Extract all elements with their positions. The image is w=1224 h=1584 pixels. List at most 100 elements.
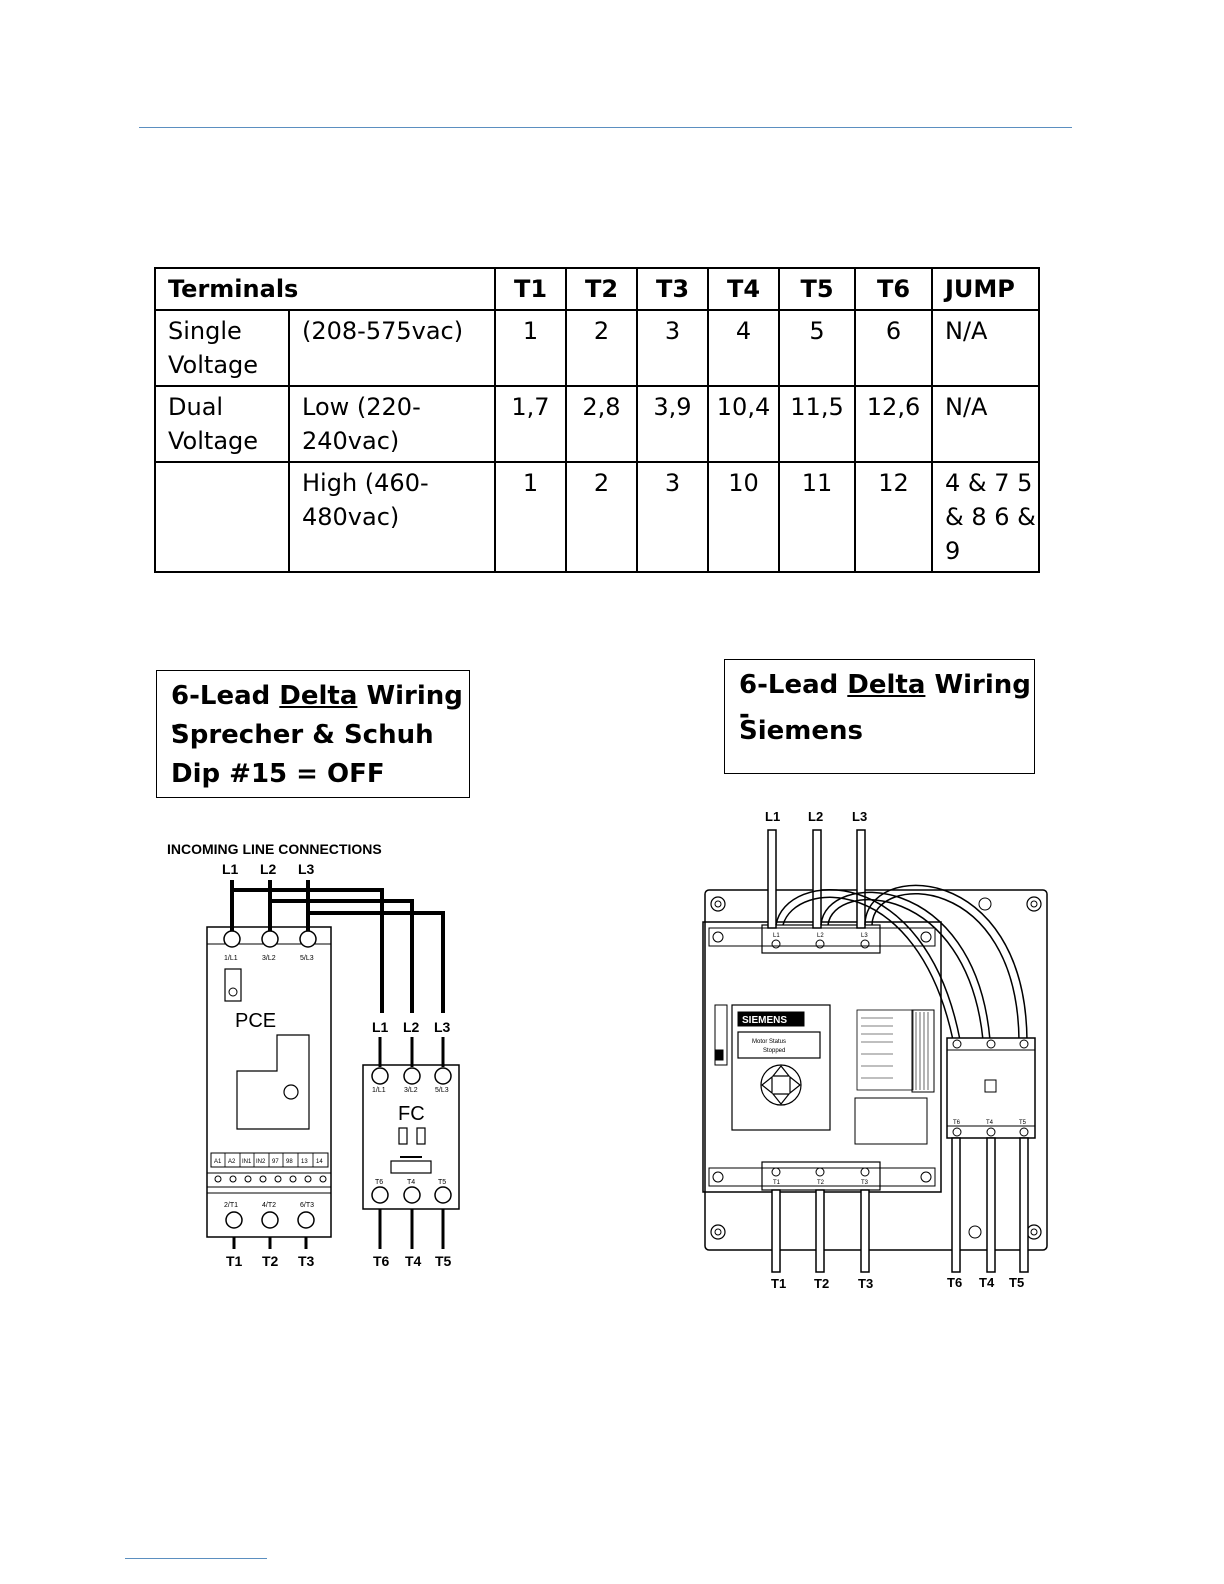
fc-term-label: T6 [375,1179,383,1186]
fc-term-label: T5 [438,1179,446,1186]
siemens-title-box: 6-Lead Delta Wiring - Siemens [724,659,1035,774]
output-label-t1: T1 [226,1253,243,1269]
pce-term-label: 1/L1 [224,955,238,962]
cell-t1: 1,7 [494,385,567,463]
pce-term-label: 4/T2 [262,1202,276,1209]
cell-t3: 3 [636,309,709,387]
fc-line-label-l1: L1 [372,1019,389,1035]
output-label-t4: T4 [405,1253,422,1269]
contactor-term-label: T4 [986,1120,994,1126]
footnote-rule [125,1558,267,1559]
table-row: High (460-480vac) 1 2 3 10 11 12 4 & 7 5… [154,461,1040,573]
title-suffix: Wiring - [739,670,1031,730]
pce-terminal-circle [261,930,279,948]
title-line-2: Sprecher & Schuh [171,720,434,750]
control-terminal-strip [911,1009,935,1093]
siemens-contactor [946,1037,1036,1139]
fc-terminal-circle [434,1186,452,1204]
header-t3: T3 [636,267,709,311]
header-rule [139,127,1072,128]
cell-t1: 1 [494,309,567,387]
pce-terminal-circle [297,1211,315,1229]
header-t6: T6 [854,267,933,311]
sprecher-schuh-wiring-diagram: INCOMING LINE CONNECTIONS L1 L2 L3 1/L1 … [167,841,460,1269]
output-cables-left [771,1189,870,1273]
title-line-1: 6-Lead Delta Wiring - [739,670,1034,730]
output-label-t3: T3 [298,1253,315,1269]
pce-term-label: 3/L2 [262,955,276,962]
pce-label: PCE [235,1010,276,1032]
row-group [154,461,290,573]
cell-t6: 12,6 [854,385,933,463]
cell-t2: 2 [565,309,638,387]
header-t5: T5 [778,267,856,311]
title-prefix: 6-Lead [171,681,280,711]
line-label-l1: L1 [765,809,780,824]
row-label: High (460-480vac) [288,461,496,573]
fc-terminal-circle [371,1067,389,1085]
fc-terminal-circle [403,1067,421,1085]
cell-jump: N/A [931,309,1040,387]
cell-t1: 1 [494,461,567,573]
line-label-l2: L2 [260,861,277,877]
cell-t3: 3 [636,461,709,573]
header-jump: JUMP [931,267,1040,311]
title-underlined: Delta [279,681,358,711]
delta-jumper-cables [775,884,1028,1041]
pce-terminal-circle [299,930,317,948]
cell-t2: 2 [565,461,638,573]
fc-terminal-circle [434,1067,452,1085]
ctrl-term-label: 14 [316,1159,323,1165]
siemens-wiring-diagram: L1 L2 L3 L1 L2 L3 [702,809,1048,1291]
output-label-t3: T3 [858,1276,873,1291]
line-label-l1: L1 [222,861,239,877]
output-label-t6: T6 [947,1275,962,1290]
cell-t2: 2,8 [565,385,638,463]
ctrl-term-label: 97 [272,1159,279,1165]
header-t1: T1 [494,267,567,311]
output-label-t5: T5 [1009,1275,1024,1290]
ctrl-term-label: 13 [301,1159,308,1165]
siemens-control-panel [731,1004,831,1131]
output-label-t6: T6 [373,1253,390,1269]
siemens-label-plate [854,1097,928,1145]
line-term-label: L3 [861,933,868,939]
fc-terminal-circle [403,1186,421,1204]
title-line-3: Dip #15 = OFF [171,759,385,789]
header-t4: T4 [707,267,780,311]
fc-line-label-l2: L2 [403,1019,420,1035]
output-label-t5: T5 [435,1253,452,1269]
output-label-t2: T2 [814,1276,829,1291]
output-label-t1: T1 [771,1276,786,1291]
header-t2: T2 [565,267,638,311]
cell-t6: 6 [854,309,933,387]
fc-indicator [390,1160,432,1174]
motor-term-label: T1 [773,1180,781,1186]
fc-label: FC [398,1103,425,1125]
incoming-wires [230,880,445,1013]
pce-screw-row [214,1175,327,1183]
display-line-1: Motor Status [752,1039,786,1045]
pce-terminal-circle [223,930,241,948]
output-label-t2: T2 [262,1253,279,1269]
title-line-2: Siemens [739,716,863,746]
motor-term-label: T3 [861,1180,869,1186]
pce-terminal-circle [261,1211,279,1229]
fc-term-label: 1/L1 [372,1087,386,1094]
cell-t4: 10 [707,461,780,573]
contactor-term-label: T6 [953,1120,961,1126]
cell-t4: 4 [707,309,780,387]
output-cables-right [951,1137,1029,1273]
siemens-logo: SIEMENS [742,1015,787,1026]
line-term-label: L1 [773,933,780,939]
line-label-l3: L3 [298,861,315,877]
pce-terminal-circle [225,1211,243,1229]
pce-control-terminal-strip [210,1152,329,1168]
pce-starter-body [206,926,332,1238]
line-term-label: L2 [817,933,824,939]
cell-t5: 11 [778,461,856,573]
row-label: Low (220-240vac) [288,385,496,463]
fc-line-label-l3: L3 [434,1019,451,1035]
pce-term-label: 5/L3 [300,955,314,962]
ctrl-term-label: A2 [228,1159,236,1165]
